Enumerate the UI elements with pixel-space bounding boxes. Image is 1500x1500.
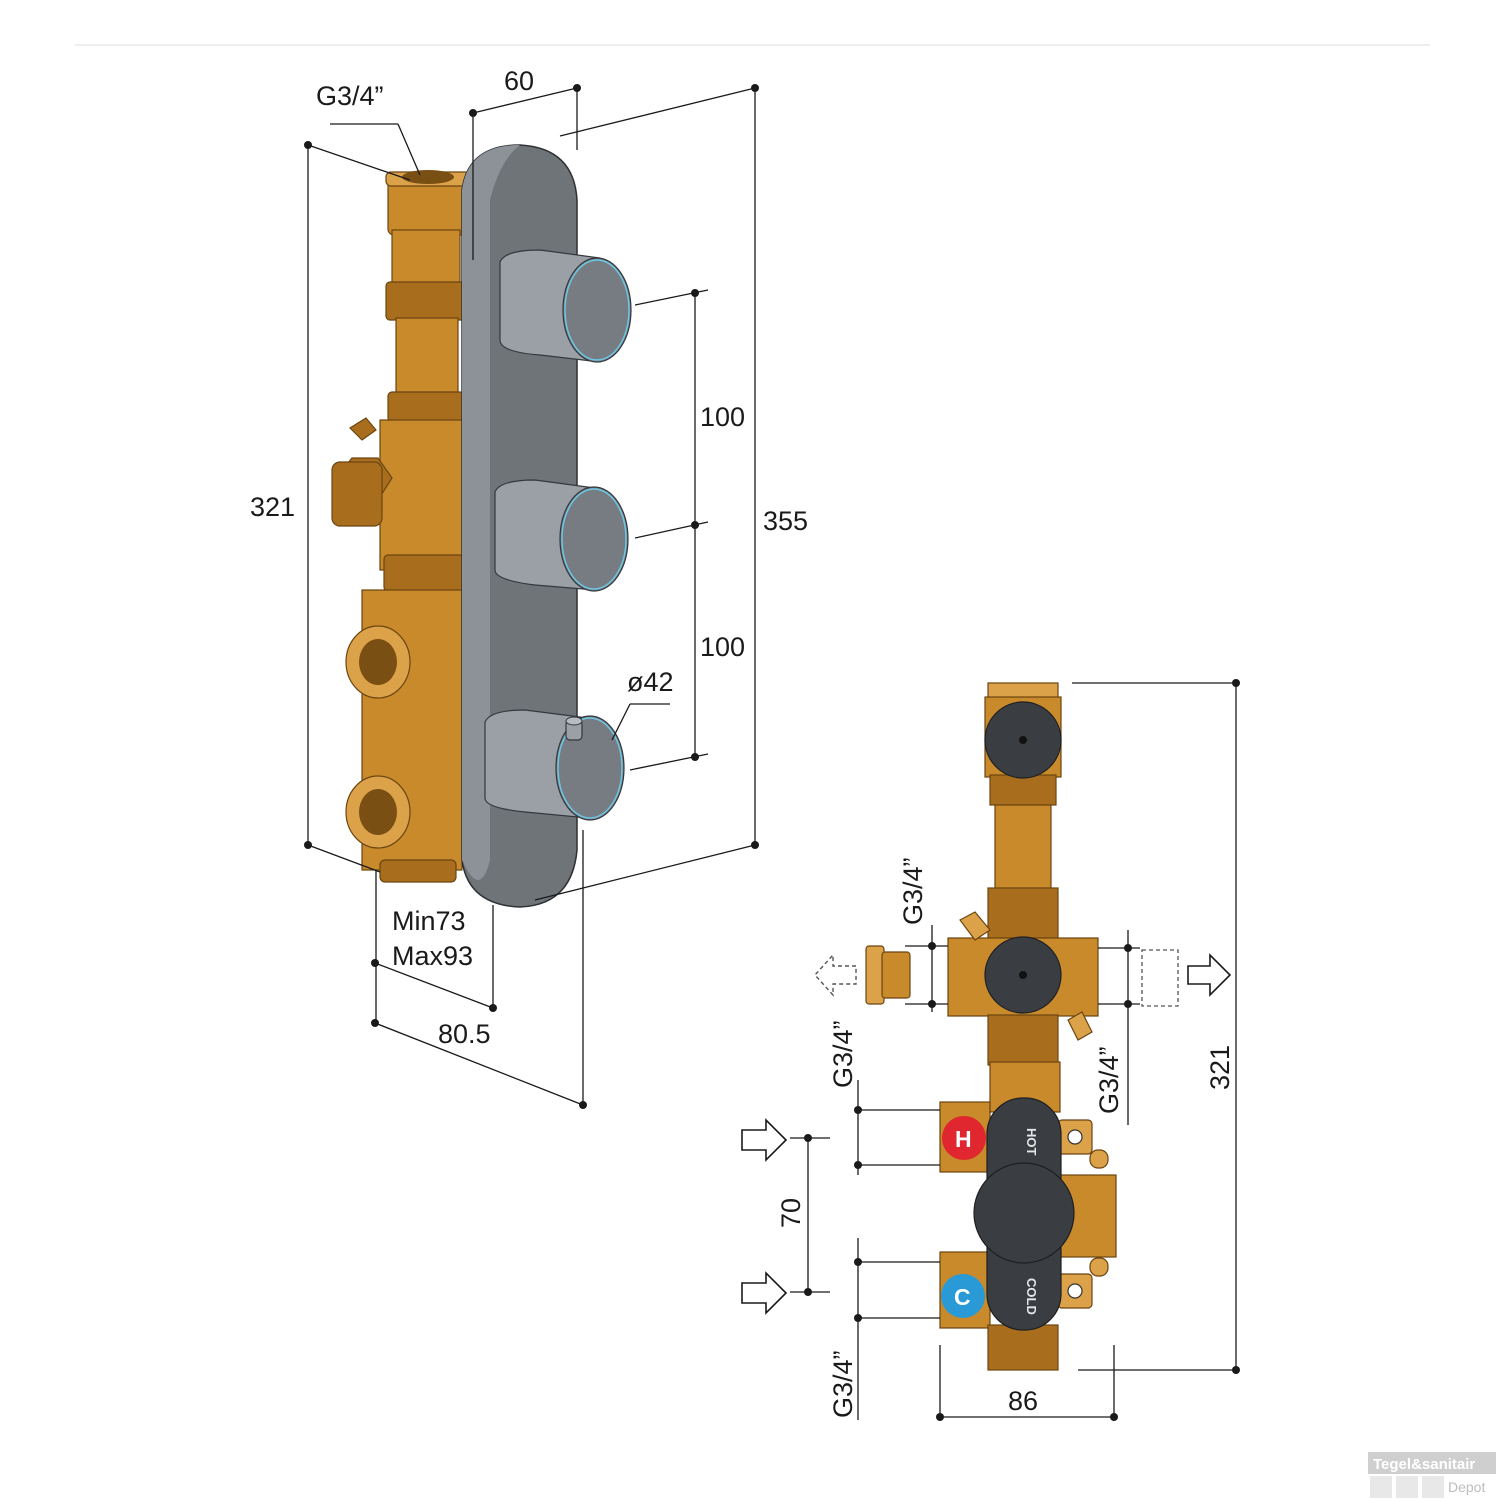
left-dimension-lines	[304, 84, 759, 1109]
dim-depth: 60	[504, 66, 534, 96]
dim-side-thread-left-lower: G3/4”	[828, 1020, 858, 1088]
cold-inlet-arrow-icon	[741, 1271, 788, 1315]
dim-side-thread-right: G3/4”	[1094, 1046, 1124, 1114]
dim-height-right: 321	[1205, 1045, 1235, 1090]
hot-letter: H	[955, 1126, 972, 1152]
watermark-line1: Tegel&sanitair	[1373, 1456, 1475, 1473]
cold-text: COLD	[1024, 1278, 1039, 1315]
knob-bottom	[484, 709, 625, 821]
dim-knob-diameter: ø42	[627, 667, 674, 697]
dim-max-depth: Max93	[392, 941, 473, 971]
dim-side-thread-left: G3/4”	[898, 857, 928, 925]
left-view: G3/4” 60 321 355 100 100 ø42 Min73 Max93…	[250, 66, 808, 1109]
dim-bottom-thread: G3/4”	[828, 1350, 858, 1418]
right-view: HOT COLD H C	[741, 679, 1240, 1421]
upper-valve	[984, 701, 1062, 779]
left-fitting	[865, 945, 911, 1005]
hot-badge: H	[942, 1116, 986, 1160]
knob-top	[499, 249, 632, 363]
middle-valve	[984, 936, 1062, 1014]
brass-body	[331, 170, 471, 883]
outlet-arrow-left-icon	[814, 953, 857, 997]
left-dimension-text: G3/4” 60 321 355 100 100 ø42 Min73 Max93…	[250, 66, 808, 1049]
right-dimension-lines	[790, 679, 1240, 1421]
dim-min-depth: Min73	[392, 906, 466, 936]
watermark: Tegel&sanitair Depot	[1368, 1452, 1496, 1498]
dim-width-right: 86	[1008, 1386, 1038, 1416]
right-dimension-text: G3/4” G3/4” G3/4” G3/4” 321 70 86	[776, 857, 1235, 1418]
cold-letter: C	[954, 1284, 971, 1310]
dim-inlet-spacing: 70	[776, 1198, 806, 1228]
dim-spacing-lower: 100	[700, 632, 745, 662]
dim-top-thread: G3/4”	[316, 81, 384, 111]
cold-badge: C	[941, 1274, 985, 1318]
dim-height-plate: 355	[763, 506, 808, 536]
hot-inlet-arrow-icon	[741, 1118, 788, 1162]
right-fitting-dashed	[1141, 949, 1179, 1007]
watermark-line2: Depot	[1448, 1479, 1485, 1495]
hot-text: HOT	[1024, 1128, 1039, 1156]
thermostat-cartridge: HOT COLD	[973, 1097, 1075, 1331]
dim-height-body: 321	[250, 492, 295, 522]
dim-width: 80.5	[438, 1019, 491, 1049]
dim-spacing-upper: 100	[700, 402, 745, 432]
knob-middle	[494, 479, 629, 592]
flow-arrows	[741, 953, 1232, 1315]
outlet-arrow-right-icon	[1187, 953, 1232, 997]
